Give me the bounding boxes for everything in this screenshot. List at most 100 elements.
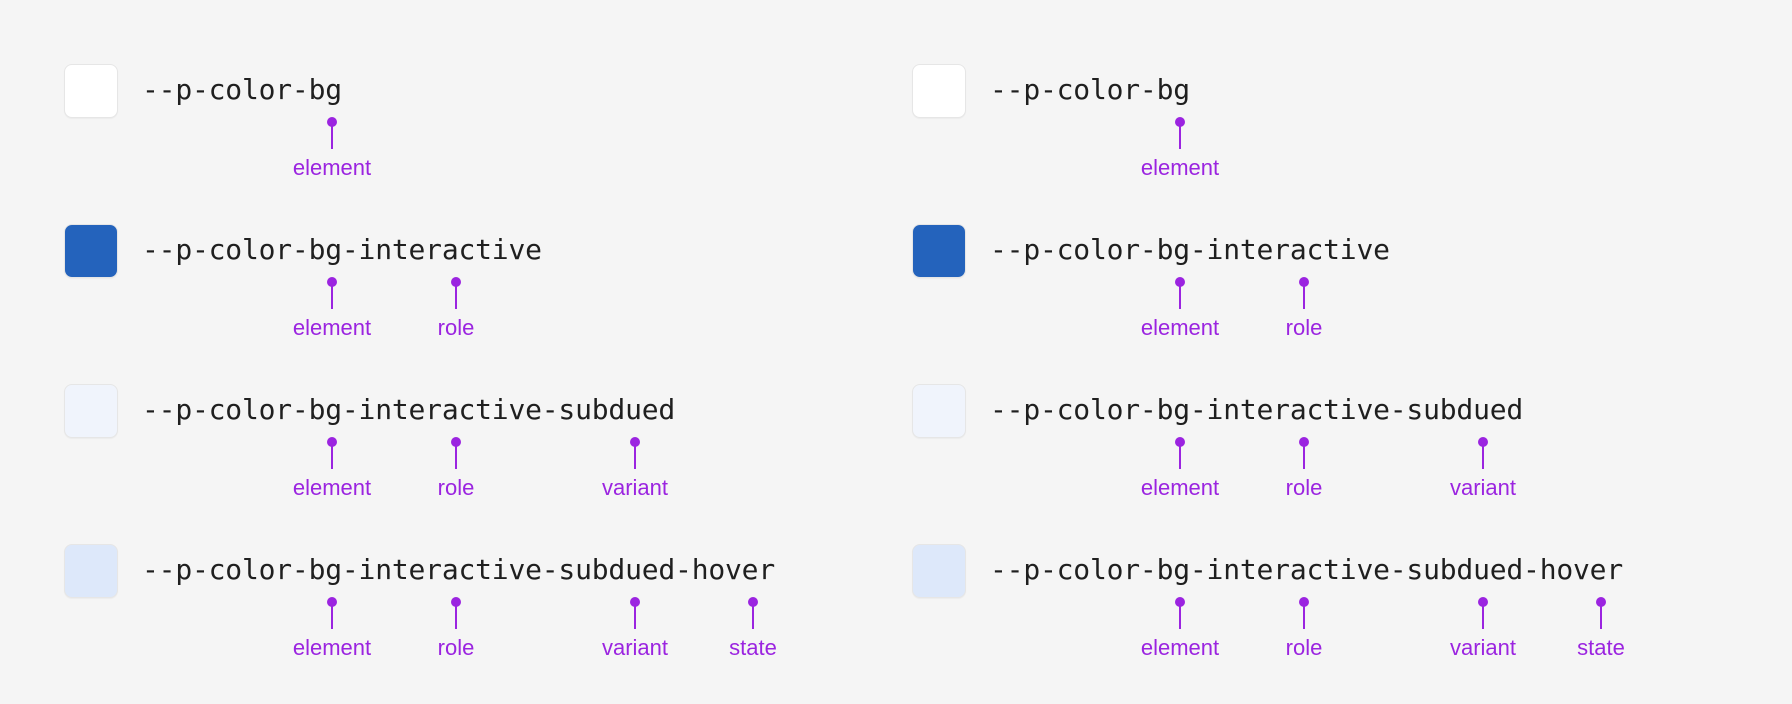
marker-dot: [327, 597, 337, 607]
marker-dot: [1175, 597, 1185, 607]
segment-marker: element: [1120, 597, 1240, 669]
color-swatch: [912, 384, 966, 438]
marker-stem: [1303, 605, 1305, 629]
marker-stem: [634, 445, 636, 469]
segment-marker: variant: [1423, 437, 1543, 509]
token-name: --p-color-bg-interactive: [142, 233, 542, 266]
marker-stem: [331, 125, 333, 149]
segment-marker: role: [1244, 597, 1364, 669]
segment-label: role: [1285, 635, 1323, 660]
segment-label: role: [437, 475, 475, 500]
token-row: --p-color-bg-interactive-subdued element r…: [0, 384, 848, 544]
marker-dot: [1299, 437, 1309, 447]
token-name: --p-color-bg-interactive-subdued: [990, 393, 1524, 426]
marker-stem: [1179, 605, 1181, 629]
marker-stem: [331, 445, 333, 469]
segment-label: variant: [1449, 475, 1517, 500]
color-swatch: [64, 544, 118, 598]
color-swatch: [912, 224, 966, 278]
segment-label: role: [1285, 475, 1323, 500]
color-swatch: [912, 544, 966, 598]
token-row: --p-color-bg-interactive-subdued element r…: [848, 384, 1696, 544]
token-row: --p-color-bg-interactive-subdued-hover el…: [0, 544, 848, 704]
marker-dot: [1299, 277, 1309, 287]
marker-dot: [1299, 597, 1309, 607]
segment-label: role: [1285, 315, 1323, 340]
marker-stem: [634, 605, 636, 629]
segment-label: element: [1140, 315, 1220, 340]
segment-marker: element: [1120, 277, 1240, 349]
marker-stem: [331, 285, 333, 309]
marker-stem: [455, 285, 457, 309]
marker-stem: [331, 605, 333, 629]
segment-label: element: [1140, 635, 1220, 660]
segment-marker: role: [1244, 277, 1364, 349]
marker-stem: [455, 605, 457, 629]
marker-dot: [630, 597, 640, 607]
segment-marker: element: [1120, 437, 1240, 509]
token-name: --p-color-bg-interactive: [990, 233, 1390, 266]
token-row: --p-color-bg element: [0, 64, 848, 224]
marker-dot: [1478, 437, 1488, 447]
segment-marker: state: [693, 597, 813, 669]
segment-label: variant: [601, 635, 669, 660]
segment-marker: role: [396, 437, 516, 509]
marker-dot: [451, 277, 461, 287]
marker-stem: [1179, 285, 1181, 309]
segment-label: role: [437, 315, 475, 340]
segment-label: state: [729, 635, 777, 660]
marker-stem: [752, 605, 754, 629]
token-name: --p-color-bg-interactive-subdued-hover: [142, 553, 775, 586]
color-swatch: [64, 64, 118, 118]
marker-stem: [1600, 605, 1602, 629]
marker-dot: [451, 437, 461, 447]
marker-dot: [327, 277, 337, 287]
color-swatch: [912, 64, 966, 118]
segment-marker: role: [396, 597, 516, 669]
segment-label: state: [1577, 635, 1625, 660]
marker-stem: [1482, 445, 1484, 469]
marker-dot: [1175, 277, 1185, 287]
segment-marker: element: [272, 597, 392, 669]
token-row: --p-color-bg-interactive element role: [0, 224, 848, 384]
token-row: --p-color-bg-interactive element role: [848, 224, 1696, 384]
color-swatch: [64, 224, 118, 278]
marker-stem: [1303, 285, 1305, 309]
segment-label: element: [1140, 475, 1220, 500]
segment-marker: element: [272, 437, 392, 509]
marker-dot: [1175, 117, 1185, 127]
marker-stem: [1303, 445, 1305, 469]
token-name: --p-color-bg-interactive-subdued: [142, 393, 676, 426]
marker-stem: [1179, 125, 1181, 149]
segment-label: role: [437, 635, 475, 660]
marker-dot: [748, 597, 758, 607]
marker-dot: [630, 437, 640, 447]
marker-dot: [1596, 597, 1606, 607]
segment-label: element: [292, 315, 372, 340]
marker-dot: [327, 117, 337, 127]
segment-marker: element: [272, 117, 392, 189]
segment-marker: state: [1541, 597, 1661, 669]
segment-marker: role: [1244, 437, 1364, 509]
marker-stem: [1179, 445, 1181, 469]
color-swatch: [64, 384, 118, 438]
segment-label: element: [292, 155, 372, 180]
marker-dot: [1175, 437, 1185, 447]
marker-dot: [327, 437, 337, 447]
segment-label: element: [292, 475, 372, 500]
segment-label: element: [1140, 155, 1220, 180]
segment-marker: element: [272, 277, 392, 349]
marker-stem: [455, 445, 457, 469]
segment-marker: variant: [575, 597, 695, 669]
token-name: --p-color-bg: [142, 73, 342, 106]
segment-marker: variant: [575, 437, 695, 509]
segment-label: element: [292, 635, 372, 660]
marker-dot: [451, 597, 461, 607]
segment-marker: role: [396, 277, 516, 349]
segment-marker: variant: [1423, 597, 1543, 669]
marker-stem: [1482, 605, 1484, 629]
segment-label: variant: [601, 475, 669, 500]
segment-marker: element: [1120, 117, 1240, 189]
